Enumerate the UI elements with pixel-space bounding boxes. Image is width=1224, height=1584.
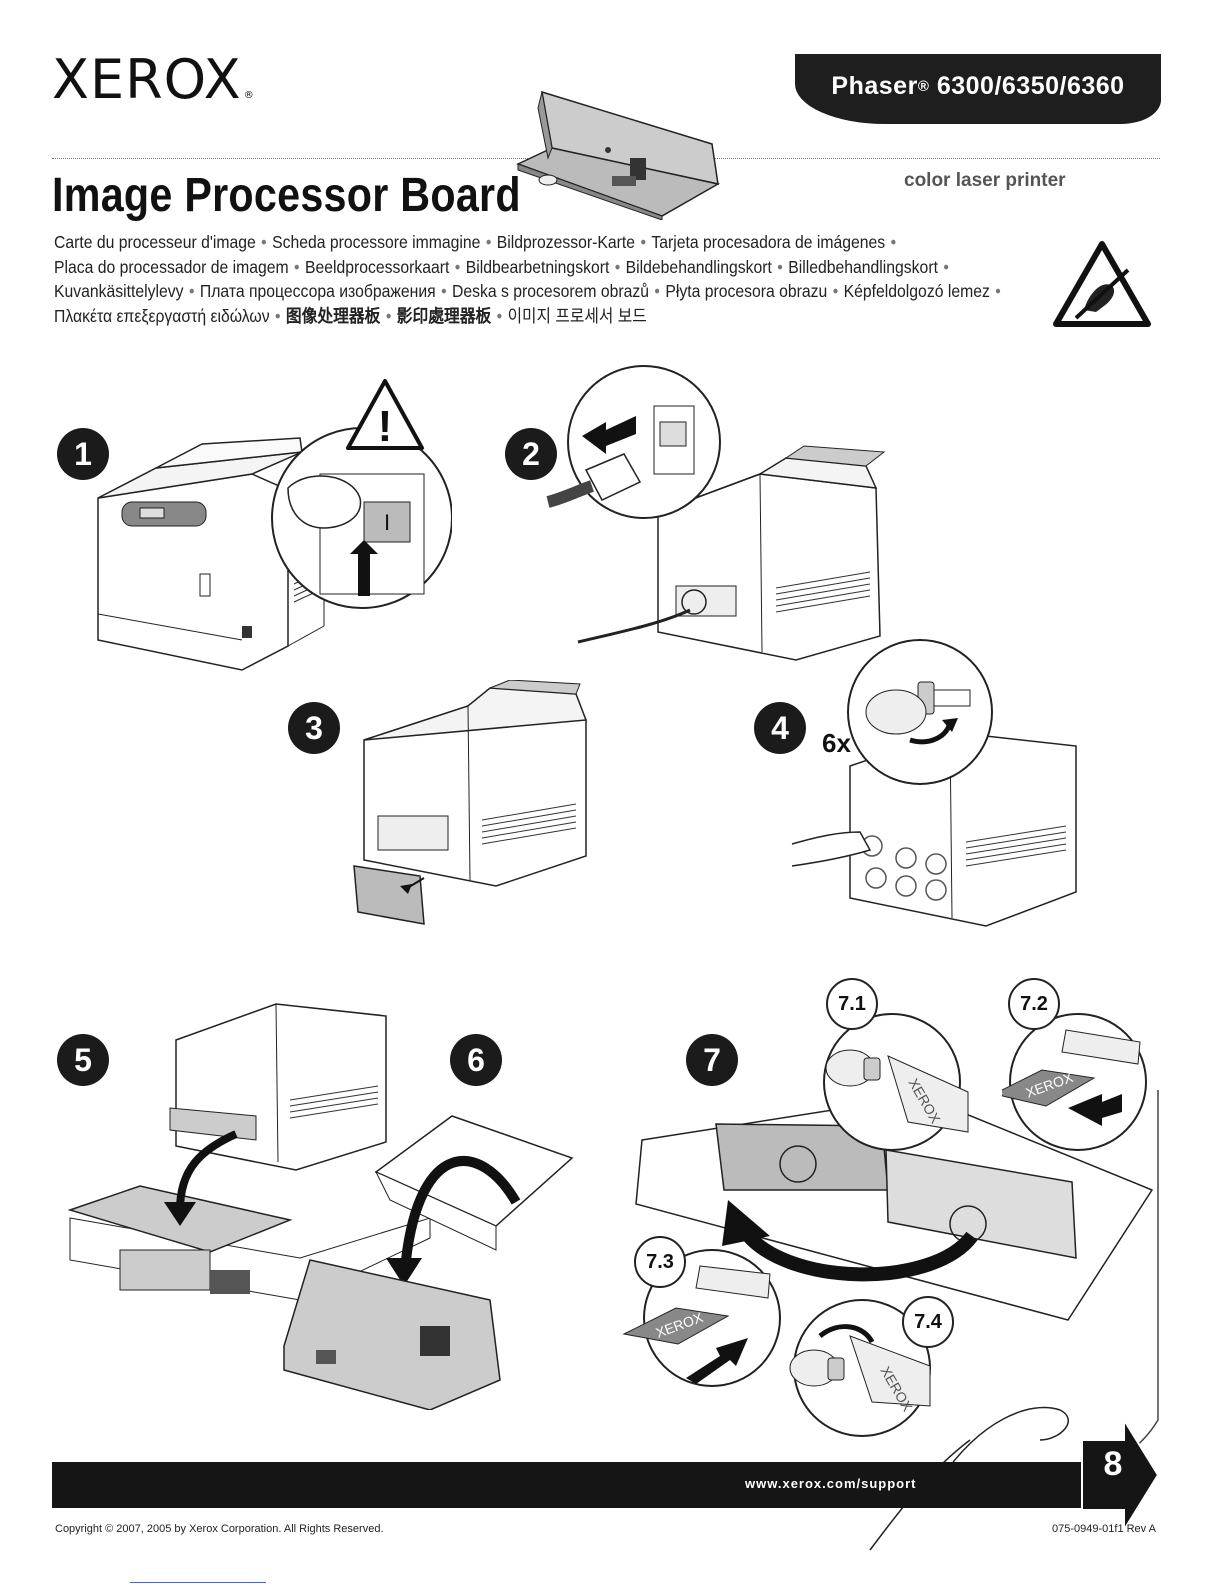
step-6-illustration: [280, 1110, 580, 1410]
translation: Beeldprocessorkaart: [304, 256, 450, 277]
step-3-number: 3: [288, 702, 340, 754]
translation: Scheda processore immagine: [272, 232, 481, 252]
footer-bar: [52, 1462, 1082, 1508]
copyright-text: Copyright © 2007, 2005 by Xerox Corporat…: [55, 1523, 384, 1535]
screw-count: 6x: [822, 728, 851, 758]
registered-mark: ®: [917, 77, 930, 95]
translation: 图像处理器板: [285, 305, 381, 326]
separator: •: [294, 256, 300, 277]
xerox-logo: XEROX®: [52, 48, 255, 111]
separator: •: [640, 232, 646, 252]
translation: Kuvankäsittelylevy: [54, 281, 184, 302]
separator: •: [890, 232, 897, 252]
separator: •: [274, 305, 281, 326]
caution-icon: !: [345, 378, 425, 451]
step-6-number: 6: [450, 1034, 502, 1086]
separator: •: [614, 256, 621, 277]
substep-7-4-label: 7.4: [902, 1296, 954, 1348]
translation: Płyta procesora obrazu: [665, 281, 828, 302]
support-url[interactable]: www.xerox.com/support: [745, 1476, 917, 1491]
caution-symbol: !: [378, 402, 393, 451]
translation: Bildprozessor-Karte: [496, 232, 636, 252]
bottom-link-underline: [130, 1582, 266, 1583]
substep-7-2-label: 7.2: [1008, 978, 1060, 1030]
substep-7-3-label: 7.3: [634, 1236, 686, 1288]
separator: •: [485, 232, 492, 252]
step-1-number: 1: [57, 428, 109, 480]
separator: •: [454, 256, 461, 277]
page-title: Image Processor Board: [52, 169, 521, 222]
step-1-illustration: I: [92, 378, 452, 678]
page-number: 8: [1103, 1445, 1123, 1483]
separator: •: [496, 305, 503, 326]
substep-7-4-illustration: XEROX: [780, 1296, 950, 1446]
translation: Tarjeta procesadora de imágenes: [651, 232, 886, 252]
separator: •: [832, 281, 839, 302]
translation: Képfeldolgozó lemez: [843, 281, 990, 302]
translation: Πλακέτα επεξεργαστή ειδώλων: [54, 305, 270, 326]
separator: •: [441, 281, 447, 302]
substep-7-2-illustration: XEROX: [1002, 1012, 1162, 1162]
translation: Bildebehandlingskort: [625, 256, 772, 277]
next-page-arrow-icon: [1072, 1420, 1158, 1530]
translation-line: Πλακέτα επεξεργαστή ειδώλων•图像处理器板•影印處理器…: [54, 304, 1116, 329]
product-prefix: Phaser: [831, 71, 918, 100]
translation: Billedbehandlingskort: [788, 256, 938, 277]
step-3-illustration: [350, 680, 600, 930]
translation: Placa do processador de imagem: [54, 256, 289, 277]
translation: Плата процессора изображения: [199, 281, 436, 302]
translation: Carte du processeur d'image: [54, 232, 256, 252]
product-banner: Phaser® 6300/6350/6360: [795, 54, 1161, 124]
separator: •: [777, 256, 783, 277]
translation-line: Placa do processador de imagem•Beeldproc…: [54, 255, 1116, 280]
substep-7-1-illustration: XEROX: [808, 1012, 978, 1162]
power-switch-label: I: [384, 510, 390, 535]
separator: •: [943, 256, 949, 277]
separator: •: [385, 305, 392, 326]
step-2-illustration: [540, 362, 900, 672]
substep-7-1-label: 7.1: [826, 978, 878, 1030]
step-5-illustration: [60, 980, 440, 1320]
printer-type: color laser printer: [904, 170, 1066, 191]
step-5-number: 5: [57, 1034, 109, 1086]
translation: Bildbearbetningskort: [465, 256, 610, 277]
translation: 이미지 프로세서 보드: [507, 305, 647, 326]
separator: •: [261, 232, 267, 252]
step-7-number: 7: [686, 1034, 738, 1086]
board-illustration: [512, 88, 724, 220]
step-2-number: 2: [505, 428, 557, 480]
step-4-illustration: [790, 636, 1090, 936]
brand-name: XEROX: [52, 48, 242, 111]
esd-warning-icon: [1052, 240, 1152, 328]
separator: •: [995, 281, 1001, 302]
title-translations: Carte du processeur d'image•Scheda proce…: [54, 230, 1116, 328]
separator: •: [188, 281, 195, 302]
product-models: 6300/6350/6360: [936, 71, 1125, 100]
translation: Deska s procesorem obrazů: [452, 281, 649, 302]
translation-line: Carte du processeur d'image•Scheda proce…: [54, 230, 1116, 255]
substep-7-3-illustration: XEROX: [620, 1244, 790, 1394]
separator: •: [654, 281, 660, 302]
brand-registered-mark: ®: [243, 90, 255, 101]
translation: 影印處理器板: [396, 305, 492, 326]
translation-line: Kuvankäsittelylevy•Плата процессора изоб…: [54, 279, 1116, 304]
step-7-illustration: [632, 1090, 1162, 1420]
step-4-number: 4: [754, 702, 806, 754]
document-number: 075-0949-01f1 Rev A: [1052, 1523, 1156, 1535]
